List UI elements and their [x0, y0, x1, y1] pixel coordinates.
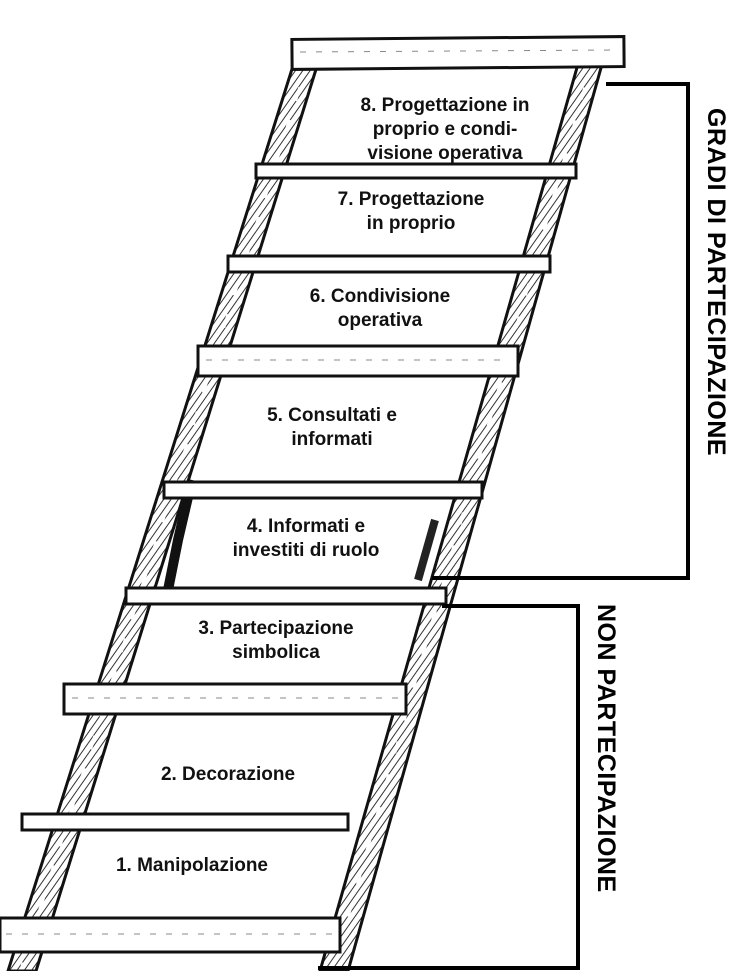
- step-3-label: 3. Partecipazione simbolica: [198, 618, 354, 663]
- rung-bottom: [0, 916, 342, 954]
- rung-8-7: [254, 162, 578, 180]
- rung-7-6: [226, 254, 552, 274]
- rung-3-2: [62, 682, 408, 716]
- rung-4-3: [124, 586, 448, 606]
- rungs: [0, 35, 626, 954]
- step-6-label: 6. Condivisione operativa: [309, 286, 451, 331]
- participation-group-label: GRADI DI PARTECIPAZIONE: [702, 108, 730, 457]
- rung-top: [290, 35, 626, 71]
- step-2-label: 2. Decorazione: [160, 764, 296, 785]
- participation-bracket: [432, 82, 690, 580]
- non-participation-bracket: [318, 604, 580, 970]
- rung-5-4: [162, 480, 484, 500]
- step-1-label: 1. Manipolazione: [115, 855, 269, 876]
- step-5-label: 5. Consultati e informati: [267, 405, 397, 450]
- step-7-label: 7. Progettazione in proprio: [337, 189, 485, 234]
- left-rail: [6, 48, 325, 971]
- step-8-label: 8. Progettazione in proprio e condi- vis…: [360, 95, 530, 164]
- step-4-label: 4. Informati e investiti di ruolo: [232, 516, 380, 561]
- rung-6-5: [196, 344, 520, 378]
- rung-2-1: [20, 812, 350, 832]
- non-participation-group-label: NON PARTECIPAZIONE: [592, 604, 620, 893]
